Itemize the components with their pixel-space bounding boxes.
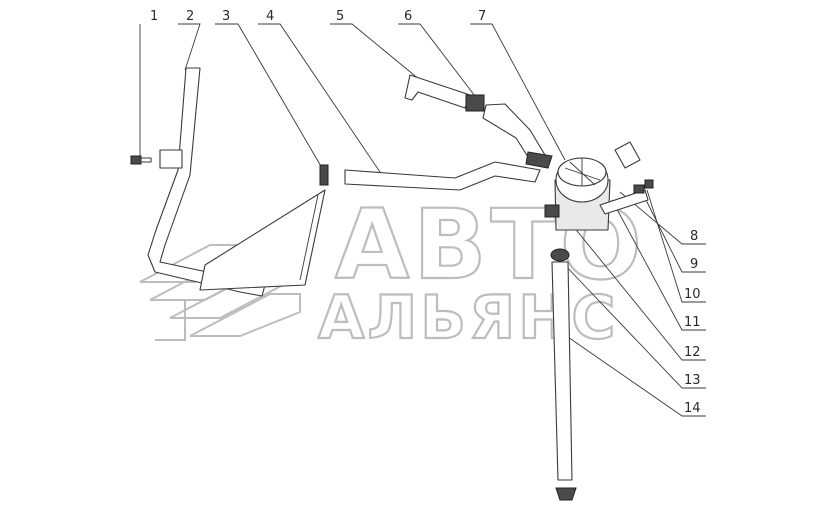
- callout-7: 7: [478, 9, 486, 24]
- callout-10: 10: [684, 287, 701, 302]
- hose-clamp-6b: [525, 151, 553, 169]
- callout-1: 1: [150, 9, 158, 24]
- intake-pipe: [147, 67, 266, 297]
- air-filter: [554, 141, 649, 231]
- bolt: [130, 155, 152, 165]
- hose-clamp-3: [319, 164, 329, 186]
- callout-6: 6: [404, 9, 412, 24]
- callout-5: 5: [336, 9, 344, 24]
- callout-labels: 1 2 3 4 5 6 7 8 9 10 11 12 13 14: [150, 9, 701, 416]
- hose-clamp-6: [465, 94, 485, 112]
- filter-clip-10: [644, 179, 654, 189]
- elbow-pipe: [404, 74, 471, 109]
- filter-clip-9: [633, 184, 645, 194]
- callout-9: 9: [690, 257, 698, 272]
- flex-hose: [482, 103, 546, 161]
- callout-4: 4: [266, 9, 274, 24]
- callout-3: 3: [222, 9, 230, 24]
- pipe-clamp: [159, 149, 183, 169]
- callout-12: 12: [684, 345, 701, 360]
- filter-clamp: [544, 204, 560, 218]
- callout-11: 11: [684, 315, 701, 330]
- mounting-bracket: [199, 189, 326, 291]
- leader-lines: [139, 23, 706, 417]
- callout-14: 14: [684, 401, 701, 416]
- vertical-pipe: [551, 261, 573, 481]
- watermark-line-2: АЛЬЯНС: [318, 283, 618, 353]
- callout-13: 13: [684, 373, 701, 388]
- callout-2: 2: [186, 9, 194, 24]
- connecting-pipe: [344, 161, 541, 191]
- pipe-end-fitting: [555, 487, 577, 501]
- hose-clamp-13: [550, 248, 570, 262]
- callout-8: 8: [690, 229, 698, 244]
